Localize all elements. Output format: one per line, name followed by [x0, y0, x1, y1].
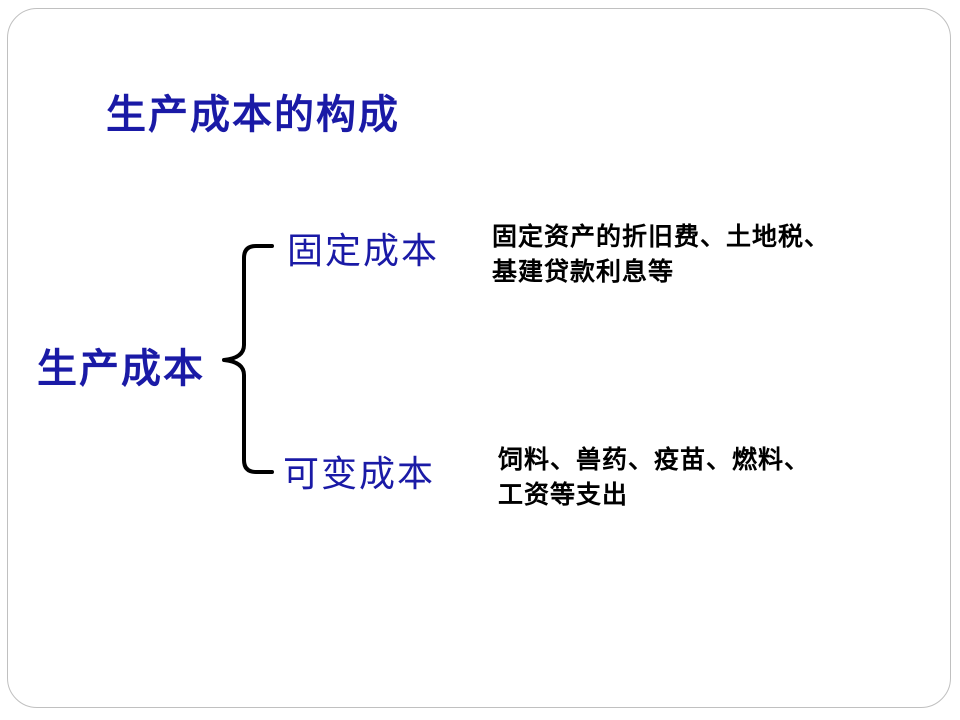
branch-variable-cost: 可变成本	[283, 454, 436, 495]
variable-cost-description: 饲料、兽药、疫苗、燃料、 工资等支出	[498, 442, 810, 512]
fixed-cost-desc-line: 基建贷款利息等	[492, 257, 675, 286]
variable-cost-desc-line: 饲料、兽药、疫苗、燃料、	[498, 445, 811, 474]
fixed-cost-desc-line: 固定资产的折旧费、土地税、	[492, 222, 831, 251]
slide-title: 生产成本的构成	[106, 92, 400, 138]
variable-cost-desc-line: 工资等支出	[498, 480, 629, 509]
fixed-cost-description: 固定资产的折旧费、土地税、 基建贷款利息等	[492, 219, 830, 289]
slide-frame	[7, 8, 951, 708]
branch-fixed-cost: 固定成本	[287, 231, 440, 272]
root-label: 生产成本	[37, 346, 205, 392]
